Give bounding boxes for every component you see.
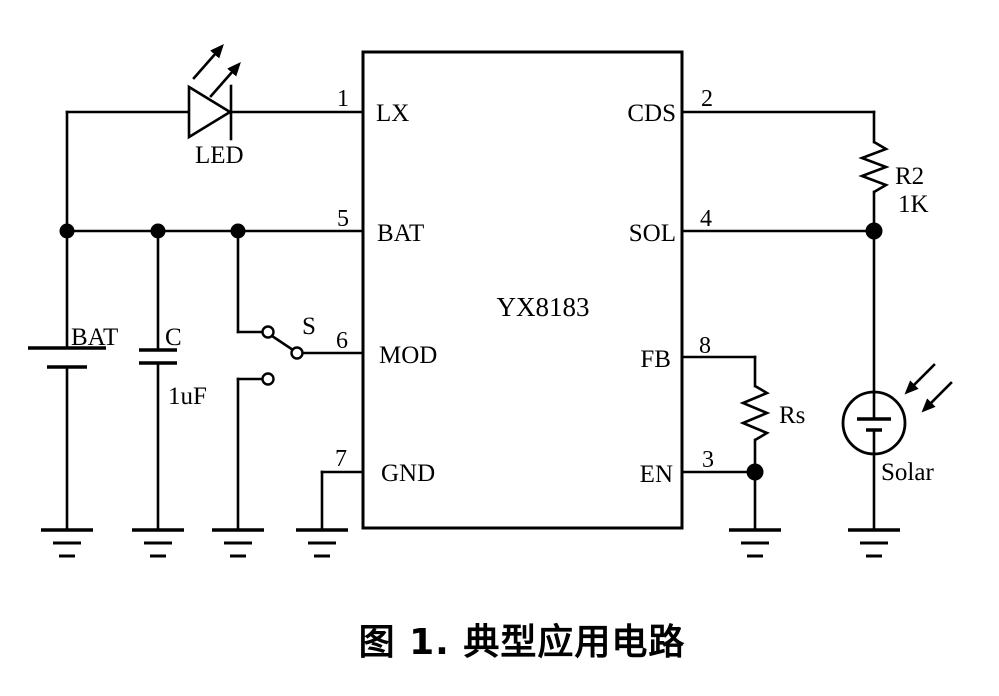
figure-caption-text: 图 1. 典型应用电路 (358, 622, 686, 663)
capacitor-value: 1uF (168, 383, 207, 410)
ic-part-number: YX8183 (497, 292, 590, 322)
pin-number-7: 7 (335, 446, 347, 472)
resistor-rs-icon (739, 384, 771, 442)
capacitor-label: C (165, 324, 182, 351)
rs-branch: Rs (680, 355, 805, 532)
led-emission-arrow-1 (192, 43, 224, 80)
ground-battery (41, 528, 93, 558)
pin-number-8: 8 (699, 333, 711, 359)
pin-number-3: 3 (702, 447, 714, 473)
rs-label: Rs (779, 402, 805, 429)
pin-name-en: EN (640, 461, 673, 488)
solar-label: Solar (881, 459, 934, 486)
solar-light-arrow-1 (904, 363, 936, 395)
battery: BAT (28, 229, 118, 532)
solar-light-arrow-2 (921, 381, 953, 413)
switch-label: S (302, 313, 316, 340)
led-emission-arrow-2 (209, 61, 241, 98)
solar-cell: Solar (841, 229, 953, 532)
resistor-r2-icon (858, 140, 890, 194)
ground-solar (848, 528, 900, 558)
pin-number-1: 1 (337, 86, 349, 112)
switch-terminal-common (290, 346, 304, 360)
ground-rs (729, 528, 781, 558)
r2-label: R2 (895, 163, 924, 190)
figure-caption: 图 1. 典型应用电路 (0, 613, 999, 665)
led-branch: LED (65, 43, 365, 233)
battery-label: BAT (71, 324, 118, 351)
pin-number-5: 5 (337, 206, 349, 232)
pin-name-fb: FB (640, 346, 671, 373)
ic-yx8183: YX8183 LX BAT MOD GND CDS SOL FB EN 1 5 … (335, 50, 714, 530)
pin-name-lx: LX (376, 100, 409, 127)
pin-name-sol: SOL (629, 220, 676, 247)
ground-switch (212, 528, 264, 558)
ic-outline (361, 50, 684, 530)
r2-value: 1K (898, 191, 929, 218)
led-triangle-icon (187, 84, 233, 140)
switch-terminal-upper (261, 325, 275, 339)
schematic-canvas: YX8183 LX BAT MOD GND CDS SOL FB EN 1 5 … (28, 43, 953, 558)
led-label: LED (195, 142, 244, 169)
pin-name-gnd: GND (381, 460, 435, 487)
pin-name-mod: MOD (379, 342, 437, 369)
switch-lever (270, 334, 295, 352)
gnd-pin-branch (320, 470, 365, 532)
bat-bus (59, 223, 365, 239)
pin-name-cds: CDS (627, 100, 676, 127)
pin-number-2: 2 (701, 86, 713, 112)
pin-number-6: 6 (336, 328, 348, 354)
pin-name-bat: BAT (377, 220, 424, 247)
r2-branch: R2 1K (680, 110, 929, 240)
pin-number-4: 4 (700, 206, 712, 232)
capacitor: C 1uF (139, 229, 207, 532)
ground-capacitor (132, 528, 184, 558)
ground-ic-gnd (296, 528, 348, 558)
switch-s: S (236, 229, 365, 532)
switch-terminal-lower (261, 372, 275, 386)
